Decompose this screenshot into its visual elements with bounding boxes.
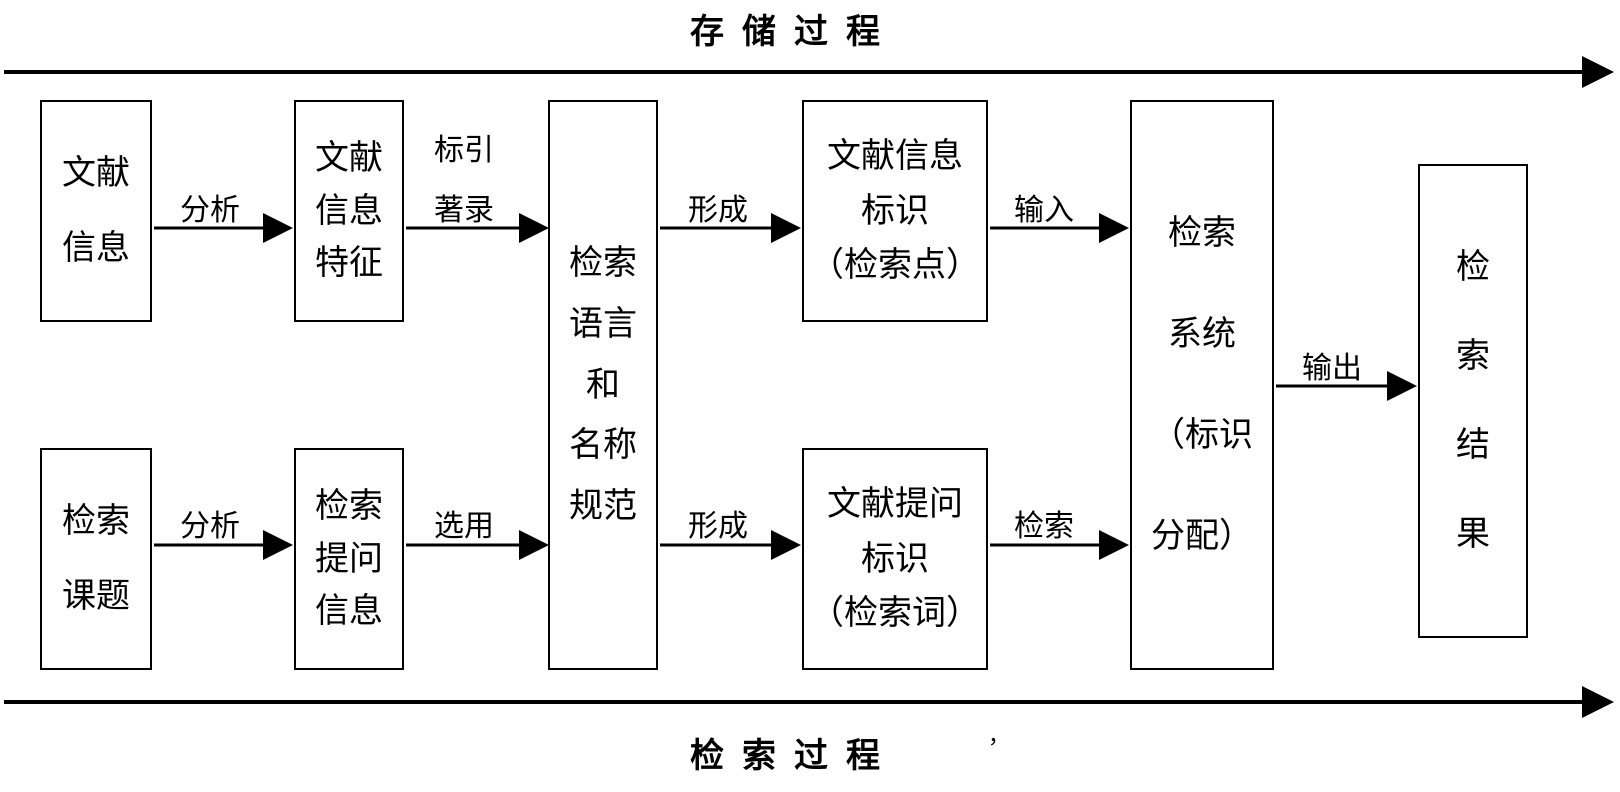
box-line: 索	[1456, 336, 1490, 377]
storage-process-title: 存储过程	[690, 12, 898, 52]
box-line: 标识	[861, 190, 929, 231]
label-output: 输出	[1302, 351, 1362, 386]
box-line: 信息	[315, 190, 383, 231]
box-line: （标识	[1151, 415, 1253, 455]
box-line: 果	[1456, 513, 1490, 554]
box-line: 语言	[569, 303, 637, 344]
box-line: （检索词）	[810, 593, 980, 634]
box-line: 提问	[315, 538, 383, 579]
label-search: 检索	[1014, 509, 1074, 544]
box-document-identifier: 文献信息 标识 （检索点）	[802, 100, 988, 322]
label-form-bottom: 形成	[688, 509, 748, 544]
box-line: 规范	[569, 486, 637, 527]
box-search-topic: 检索 课题	[40, 448, 152, 670]
box-retrieval-result: 检 索 结 果	[1418, 164, 1528, 638]
label-index: 标引	[434, 133, 494, 168]
label-catalog: 著录	[434, 193, 494, 228]
box-line: 信息	[315, 591, 383, 632]
box-line: 文献	[62, 153, 130, 194]
label-input: 输入	[1014, 193, 1074, 228]
box-line: （检索点）	[810, 245, 980, 286]
box-line: 文献	[315, 137, 383, 178]
box-line: 特征	[315, 243, 383, 284]
box-line: 标识	[861, 538, 929, 579]
box-document-info: 文献 信息	[40, 100, 152, 322]
stray-mark: ，	[988, 724, 1011, 749]
box-line: 和	[586, 364, 620, 405]
box-line: 检索	[62, 501, 130, 542]
box-line: 检索	[315, 485, 383, 526]
box-line: 文献提问	[827, 483, 963, 524]
retrieval-process-title: 检索过程	[690, 736, 898, 776]
box-line: 文献信息	[827, 135, 963, 176]
box-line: 结	[1456, 425, 1490, 465]
label-analyze-bottom: 分析	[180, 509, 240, 544]
box-line: 检	[1456, 247, 1490, 288]
box-retrieval-language: 检索 语言 和 名称 规范	[548, 100, 658, 670]
box-line: 课题	[62, 576, 130, 616]
box-line: 系统	[1168, 314, 1236, 355]
box-query-identifier: 文献提问 标识 （检索词）	[802, 448, 988, 670]
box-line: 信息	[62, 228, 130, 268]
box-line: 分配）	[1151, 515, 1253, 556]
label-analyze-top: 分析	[180, 193, 240, 228]
box-document-features: 文献 信息 特征	[294, 100, 404, 322]
box-query-info: 检索 提问 信息	[294, 448, 404, 670]
box-retrieval-system: 检索 系统 （标识 分配）	[1130, 100, 1274, 670]
label-form-top: 形成	[688, 193, 748, 228]
box-line: 名称	[569, 425, 637, 466]
box-line: 检索	[569, 243, 637, 283]
box-line: 检索	[1168, 213, 1236, 254]
label-select: 选用	[434, 509, 494, 544]
